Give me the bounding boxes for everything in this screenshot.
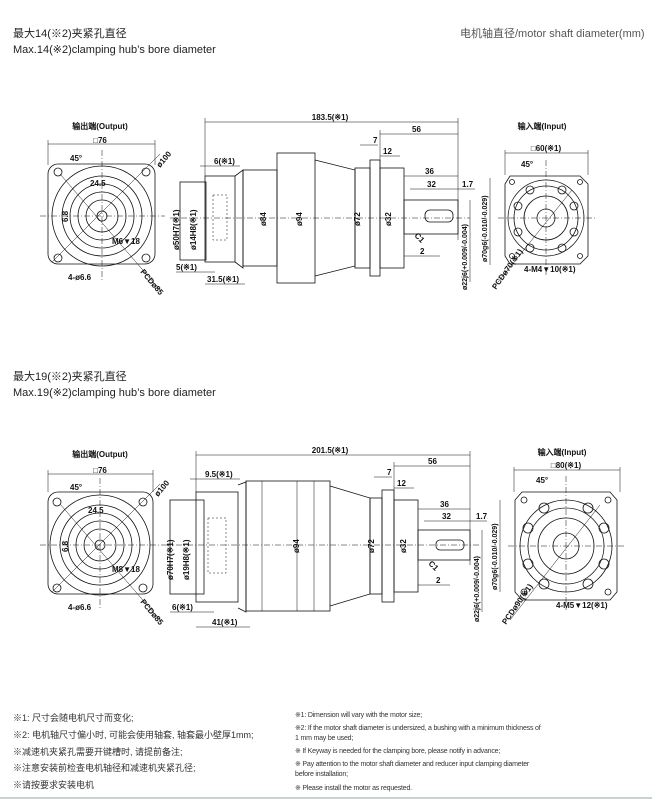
s1-output-angle: 45° [70, 154, 82, 163]
s1-input-title: 输入端(Input) [518, 121, 567, 131]
note-cn-4: ※注意安装前检查电机轴径和减速机夹紧孔径; [13, 763, 196, 773]
s1-d36: 36 [425, 167, 434, 176]
note-cn-2: ※2: 电机轴尺寸偏小时, 可能会使用轴套, 轴套最小壁厚1mm; [13, 730, 254, 740]
note-cn-5: ※请按要求安装电机 [13, 780, 95, 790]
s2-output-key-height: 6.8 [61, 540, 70, 552]
section2-title-en: Max.19(※2)clamping hub’s bore diameter [13, 387, 216, 399]
bottom-divider [0, 797, 652, 799]
s2-dia32: ø32 [399, 539, 408, 553]
s2-shaft: ø22j6(+0.009/-0.004) [474, 556, 481, 622]
section1-title-en: Max.14(※2)clamping hub’s bore diameter [13, 44, 216, 56]
s1-output-pcd-outer: ø100 [155, 149, 174, 169]
s1-dia32: ø32 [384, 212, 393, 226]
s2-input-thread: 4-M5▼12(※1) [556, 601, 608, 610]
s2-output-thread: M8▼18 [112, 565, 140, 574]
s1-input-pcd: PCDø70(※1) [490, 247, 525, 291]
note-en-7: ※ Please install the motor as requested. [295, 785, 412, 792]
s2-output-view: 输出端(Output) □76 45° ø100 24.5 6.8 M8▼18 … [40, 449, 172, 627]
s1-output-square: □76 [93, 136, 107, 145]
note-cn-1: ※1: 尺寸会随电机尺寸而变化; [13, 713, 134, 723]
s1-d315: 31.5(※1) [207, 275, 239, 284]
s1-dia94: ø94 [295, 212, 304, 226]
s2-output-square: □76 [93, 466, 107, 475]
s2-pilot-out: ø70g6(-0.010/-0.029) [492, 523, 499, 590]
s2-bore-pilot: ø70H7(※1) [166, 539, 175, 580]
s1-dia84: ø84 [259, 212, 268, 226]
s1-input-thread: 4-M4▼10(※1) [524, 265, 576, 274]
s2-input-angle: 45° [536, 476, 548, 485]
s1-output-key-height: 6.8 [61, 210, 70, 222]
s2-output-pcd: PCDø85 [138, 598, 165, 628]
s1-output-thread: M6▼18 [112, 237, 140, 246]
s2-input-title: 输入端(Input) [538, 447, 587, 457]
s2-overall-length: 201.5(※1) [312, 446, 349, 455]
s1-output-view: 输出端(Output) □76 45° ø100 24.5 6.8 M6▼18 … [40, 121, 174, 297]
s1-shaft: ø22j6(+0.009/-0.004) [462, 224, 469, 290]
s2-d95: 9.5(※1) [205, 470, 233, 479]
s1-d17: 1.7 [462, 180, 474, 189]
s1-d7: 7 [373, 136, 378, 145]
s2-dia72: ø72 [367, 539, 376, 553]
note-en-4: ※ If Keyway is needed for the clamping b… [295, 748, 501, 755]
s1-bore-hub: ø14H8(※1) [189, 209, 198, 250]
s1-d12: 12 [383, 147, 392, 156]
s2-input-view: 输入端(Input) □80(※1) 45° 4-M5▼12(※1) PCDø9… [500, 447, 625, 626]
s1-pilot-out: ø70g6(-0.010/-0.029) [482, 195, 489, 262]
s1-overall-length: 183.5(※1) [312, 113, 349, 122]
s2-d32: 32 [442, 512, 451, 521]
s1-d32: 32 [427, 180, 436, 189]
s2-input-square: □80(※1) [551, 461, 582, 470]
s2-d2: 2 [436, 576, 441, 585]
s2-d41: 41(※1) [212, 618, 238, 627]
note-en-6: before installation; [295, 771, 348, 778]
note-en-2: ※2: If the motor shaft diameter is under… [295, 725, 541, 732]
section1-title-cn: 最大14(※2)夹紧孔直径 [13, 28, 127, 40]
s2-bore-hub: ø19H8(※1) [182, 539, 191, 580]
note-en-3: 1 mm may be used; [295, 735, 354, 742]
s2-c1: C1 [427, 559, 441, 573]
s2-d6: 6(※1) [172, 603, 193, 612]
s1-d6: 6(※1) [214, 157, 235, 166]
s1-input-angle: 45° [521, 160, 533, 169]
s1-output-holes: 4-ø6.6 [68, 273, 92, 282]
s1-d56: 56 [412, 125, 421, 134]
s2-output-key-width: 24.5 [88, 506, 104, 515]
s2-output-holes: 4-ø6.6 [68, 603, 92, 612]
s1-output-title: 输出端(Output) [72, 121, 128, 131]
s1-output-pcd: PCDø85 [138, 268, 165, 298]
s2-d12: 12 [397, 479, 406, 488]
s1-input-square: □60(※1) [531, 144, 562, 153]
s1-side-view: 183.5(※1) 56 7 12 36 32 1.7 2 C1 6(※1) 5… [170, 113, 491, 290]
s2-dia94: ø94 [292, 539, 301, 553]
section2-title-cn: 最大19(※2)夹紧孔直径 [13, 371, 127, 383]
s2-input-pcd: PCDø90(※1) [500, 582, 535, 626]
unit-label: 电机轴直径/motor shaft diameter(mm) [460, 28, 645, 40]
s2-output-angle: 45° [70, 483, 82, 492]
note-en-5: ※ Pay attention to the motor shaft diame… [295, 761, 530, 768]
s2-d17: 1.7 [476, 512, 488, 521]
s2-d36: 36 [440, 500, 449, 509]
s2-d56: 56 [428, 457, 437, 466]
s1-bore-pilot: ø50H7(※1) [172, 209, 181, 250]
note-en-1: ※1: Dimension will vary with the motor s… [295, 712, 422, 719]
note-cn-3: ※减速机夹紧孔需要开键槽时, 请提前备注; [13, 747, 183, 757]
s1-output-key-width: 24.5 [90, 179, 106, 188]
s2-d7: 7 [387, 468, 392, 477]
s1-input-view: 输入端(Input) □60(※1) 45° 4-M4▼10(※1) PCDø7… [490, 121, 595, 291]
s2-output-title: 输出端(Output) [72, 449, 128, 459]
s1-d2: 2 [420, 247, 425, 256]
s1-c1: C1 [413, 231, 427, 245]
s1-d5: 5(※1) [176, 263, 197, 272]
s1-dia72: ø72 [353, 212, 362, 226]
s2-output-pcd-outer: ø100 [153, 478, 172, 498]
s2-side-view: 201.5(※1) 56 7 12 36 32 1.7 2 C1 9.5(※1)… [165, 446, 501, 628]
